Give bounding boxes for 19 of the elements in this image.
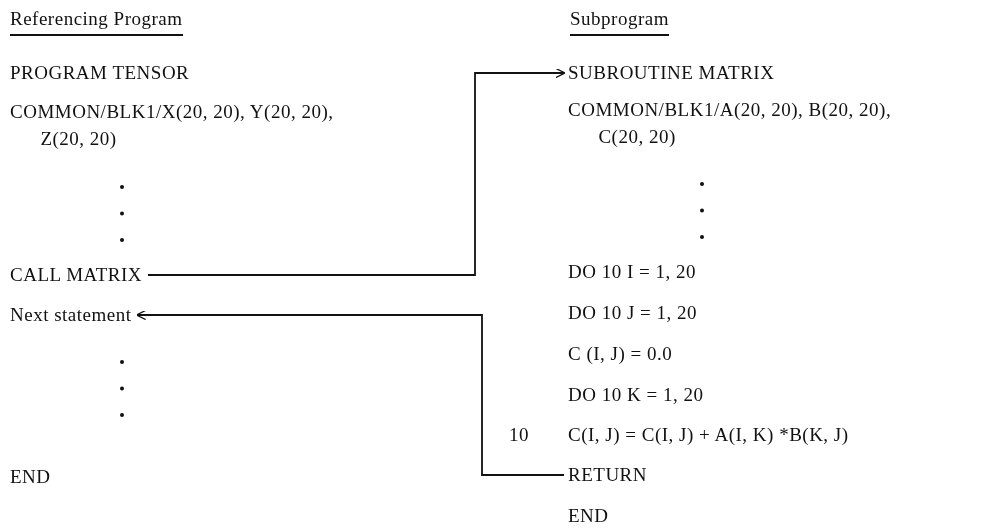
code-line: Next statement xyxy=(10,302,132,328)
code-line: C (I, J) = 0.0 xyxy=(568,342,673,366)
code-line: SUBROUTINE MATRIX xyxy=(568,60,775,86)
arrow xyxy=(147,67,566,276)
code-line: 10 xyxy=(509,423,529,447)
code-line: END xyxy=(568,504,609,528)
code-line: DO 10 J = 1, 20 xyxy=(568,301,698,325)
code-line: DO 10 I = 1, 20 xyxy=(568,260,696,284)
code-line: CALL MATRIX xyxy=(10,262,142,288)
code-line: PROGRAM TENSOR xyxy=(10,61,190,85)
code-line: RETURN xyxy=(568,462,647,488)
code-line: C(I, J) = C(I, J) + A(I, K) *B(K, J) xyxy=(568,423,849,447)
code-line: COMMON/BLK1/A(20, 20), B(20, 20), C(20, 20) xyxy=(568,98,893,149)
code-line: DO 10 K = 1, 20 xyxy=(568,383,704,407)
arrow xyxy=(135,309,565,476)
column-heading: Subprogram xyxy=(570,6,669,36)
code-line: END xyxy=(10,465,51,489)
column-heading: Referencing Program xyxy=(10,6,183,36)
code-line: COMMON/BLK1/X(20, 20), Y(20, 20), Z(20, 20) xyxy=(10,100,335,151)
